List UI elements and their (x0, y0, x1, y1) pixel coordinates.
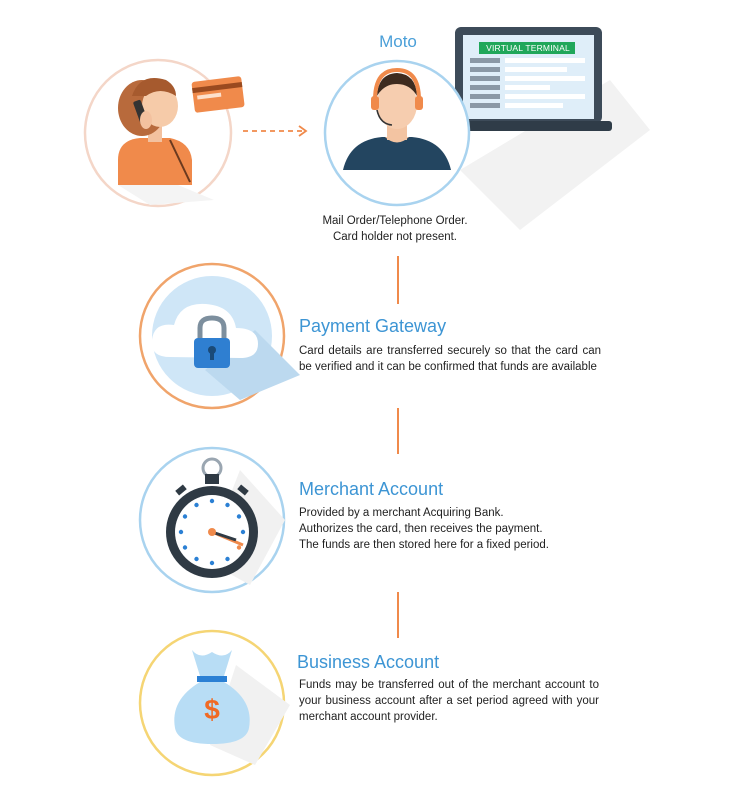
moto-description: Mail Order/Telephone Order. Card holder … (290, 213, 500, 245)
business-account-title: Business Account (297, 652, 440, 672)
virtual-terminal-label: VIRTUAL TERMINAL (486, 43, 570, 53)
business-account-description: Funds may be transferred out of the merc… (299, 679, 599, 723)
merchant-account-description-line: The funds are then stored here for a fix… (299, 539, 549, 551)
payment-gateway-description: Card details are transferred securely so… (299, 345, 601, 373)
caller-to-agent-arrow (243, 125, 308, 137)
support-agent-illustration (323, 59, 471, 207)
merchant-account-title: Merchant Account (299, 479, 444, 499)
moto-description-line: Mail Order/Telephone Order. (322, 215, 468, 227)
moto-description-line: Card holder not present. (332, 231, 458, 243)
laptop-virtual-terminal (440, 27, 650, 230)
business-account-illustration (138, 629, 290, 777)
payment-gateway-title: Payment Gateway (299, 316, 447, 336)
merchant-account-description: Provided by a merchant Acquiring Bank. A… (299, 505, 609, 553)
credit-card-icon (191, 76, 245, 113)
merchant-account-description-line: Provided by a merchant Acquiring Bank. (299, 507, 504, 519)
payment-gateway-illustration (138, 262, 300, 410)
dollar-sign-icon: $ (204, 694, 220, 725)
moto-title: Moto (379, 32, 417, 51)
merchant-account-description-line: Authorizes the card, then receives the p… (299, 523, 543, 535)
merchant-account-illustration (138, 446, 286, 594)
